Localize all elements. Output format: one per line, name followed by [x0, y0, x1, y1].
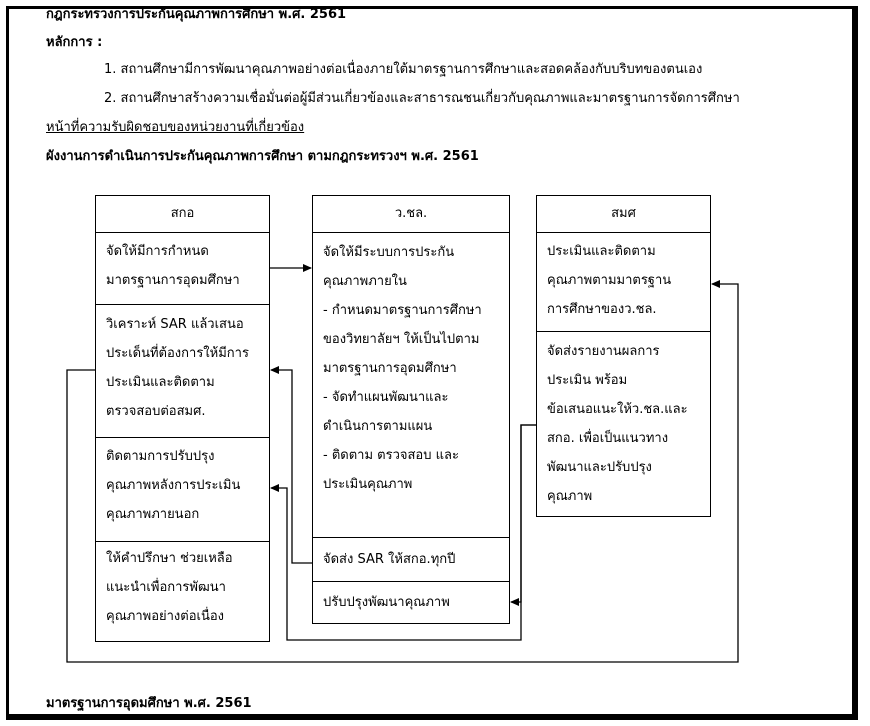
column-onesqa: สมศ ประเมินและติดตาม คุณภาพตามมาตรฐาน กา… — [536, 195, 711, 517]
cell-text: แนะนำเพื่อการพัฒนา — [106, 580, 226, 595]
cell-text: ของวิทยาลัยฯ ให้เป็นไปตาม — [323, 332, 480, 347]
arrow-sar-to-ohec — [270, 366, 312, 564]
onesqa-cell-report: จัดส่งรายงานผลการ ประเมิน พร้อม ข้อเสนอแ… — [537, 331, 710, 517]
cell-text: พัฒนาและปรับปรุง — [547, 460, 652, 475]
arrow-ohec-to-onesqa — [66, 280, 739, 663]
cell-text: จัดส่งรายงานผลการ — [547, 344, 660, 359]
cell-text: สกอ. เพื่อเป็นแนวทาง — [547, 431, 669, 446]
responsibilities-heading: หน้าที่ความรับผิดชอบของหน่วยงานที่เกี่ยว… — [46, 120, 305, 135]
cell-text: - กำหนดมาตรฐานการศึกษา — [323, 303, 482, 318]
column-header-onesqa: สมศ — [611, 206, 636, 221]
cell-text: คุณภาพตามมาตรฐาน — [547, 273, 672, 288]
ohec-cell-advise: ให้คำปรึกษา ช่วยเหลือ แนะนำเพื่อการพัฒนา… — [96, 541, 269, 642]
principle-item: 1. สถานศึกษามีการพัฒนาคุณภาพอย่างต่อเนื่… — [104, 62, 703, 77]
cell-text: ให้คำปรึกษา ช่วยเหลือ — [106, 551, 233, 566]
cell-text: คุณภาพ — [547, 489, 593, 504]
cell-text: การศึกษาของว.ชล. — [547, 302, 657, 317]
cell-text: คุณภาพภายนอก — [106, 507, 200, 522]
document-frame — [6, 6, 858, 720]
cell-text: มาตรฐานการอุดมศึกษา — [323, 361, 457, 376]
cell-text: จัดให้มีการกำหนด — [106, 244, 209, 259]
college-cell-qa-system: จัดให้มีระบบการประกัน คุณภาพภายใน - กำหน… — [313, 232, 509, 537]
cell-text: ดำเนินการตามแผน — [323, 419, 433, 434]
chart-heading: ผังงานการดำเนินการประกันคุณภาพการศึกษา ต… — [46, 149, 479, 164]
ohec-cell-follow-up: ติดตามการปรับปรุง คุณภาพหลังการประเมิน ค… — [96, 437, 269, 541]
document-title: กฎกระทรวงการประกันคุณภาพการศึกษา พ.ศ. 25… — [46, 7, 347, 22]
college-cell-improve: ปรับปรุงพัฒนาคุณภาพ — [313, 581, 509, 624]
onesqa-cell-evaluate: ประเมินและติดตาม คุณภาพตามมาตรฐาน การศึก… — [537, 232, 710, 331]
cell-text: ตรวจสอบต่อสมศ. — [106, 404, 206, 419]
footer-heading: มาตรฐานการอุดมศึกษา พ.ศ. 2561 — [46, 696, 252, 711]
cell-text: คุณภาพอย่างต่อเนื่อง — [106, 609, 225, 624]
cell-text: มาตรฐานการอุดมศึกษา — [106, 273, 240, 288]
arrow-report-to-improve — [510, 424, 536, 606]
column-header-college: ว.ชล. — [394, 206, 428, 221]
cell-text: จัดส่ง SAR ให้สกอ.ทุกปี — [323, 552, 456, 567]
cell-text: ประเมินคุณภาพ — [323, 477, 413, 492]
cell-text: - ติดตาม ตรวจสอบ และ — [323, 448, 459, 463]
principle-item: 2. สถานศึกษาสร้างความเชื่อมั่นต่อผู้มีส่… — [104, 91, 740, 106]
arrow-report-to-ohec-followup — [270, 424, 536, 641]
column-header-ohec: สกอ — [170, 206, 195, 221]
cell-text: ประเด็นที่ต้องการให้มีการ — [106, 346, 249, 361]
cell-text: - จัดทำแผนพัฒนาและ — [323, 390, 449, 405]
cell-text: ประเมินและติดตาม — [106, 375, 215, 390]
cell-text: ติดตามการปรับปรุง — [106, 449, 215, 464]
principles-heading: หลักการ : — [46, 35, 103, 50]
ohec-cell-analyze-sar: วิเคราะห์ SAR แล้วเสนอ ประเด็นที่ต้องการ… — [96, 304, 269, 437]
college-cell-send-sar: จัดส่ง SAR ให้สกอ.ทุกปี — [313, 537, 509, 581]
cell-text: คุณภาพภายใน — [323, 274, 407, 289]
cell-text: ปรับปรุงพัฒนาคุณภาพ — [323, 595, 450, 610]
cell-text: ประเมิน พร้อม — [547, 373, 628, 388]
cell-text: ประเมินและติดตาม — [547, 244, 656, 259]
cell-text: คุณภาพหลังการประเมิน — [106, 478, 241, 493]
ohec-cell-standards: จัดให้มีการกำหนด มาตรฐานการอุดมศึกษา — [96, 232, 269, 304]
cell-text: จัดให้มีระบบการประกัน — [323, 245, 455, 260]
column-college: ว.ชล. จัดให้มีระบบการประกัน คุณภาพภายใน … — [312, 195, 510, 624]
cell-text: ข้อเสนอแนะให้ว.ชล.และ — [547, 402, 688, 417]
column-ohec: สกอ จัดให้มีการกำหนด มาตรฐานการอุดมศึกษา… — [95, 195, 270, 642]
cell-text: วิเคราะห์ SAR แล้วเสนอ — [106, 317, 244, 332]
